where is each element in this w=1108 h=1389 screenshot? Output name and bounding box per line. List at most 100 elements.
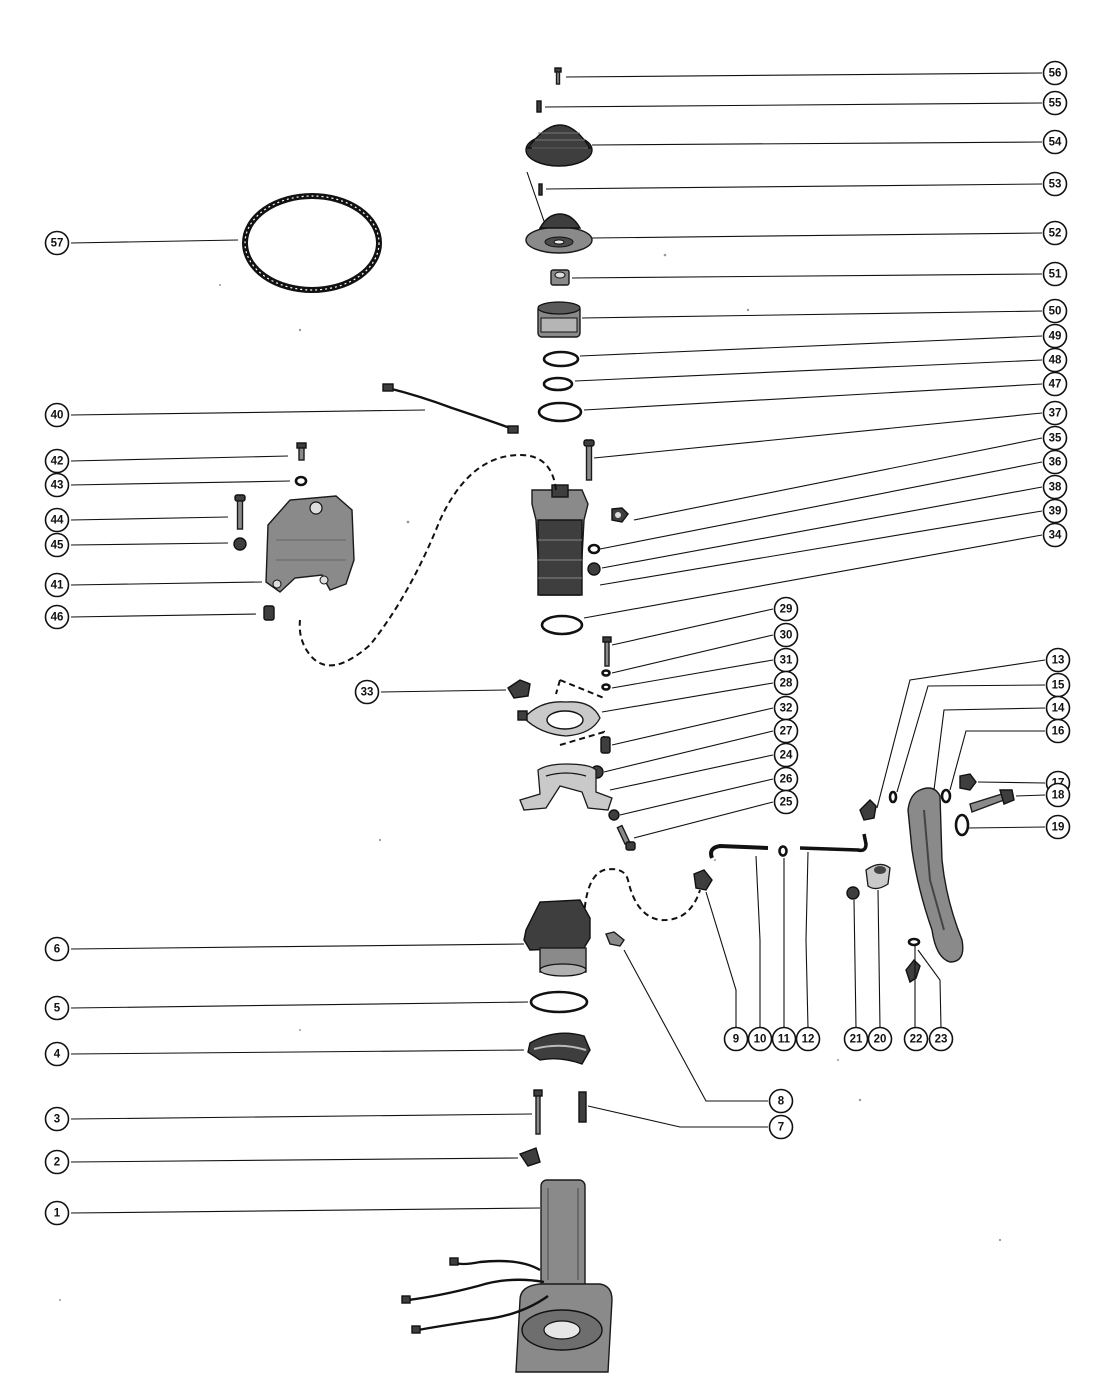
callout-number: 51 [1049, 269, 1062, 281]
part-3-bolt [533, 1089, 543, 1135]
part-43-washer [294, 475, 308, 487]
callout-circle [1042, 371, 1068, 397]
callout-number: 2 [54, 1157, 60, 1169]
part-12-rod [799, 833, 868, 853]
callout-3: 3 [44, 1106, 70, 1132]
callout-number: 6 [54, 944, 60, 956]
part-49-ring [542, 350, 580, 368]
callout-circle [773, 742, 799, 768]
part-34-ring [540, 614, 584, 636]
callout-circle [44, 1149, 70, 1175]
callout-number: 10 [754, 1034, 767, 1046]
callout-53: 53 [1042, 171, 1068, 197]
callout-circle [771, 1026, 797, 1052]
callout-number: 39 [1049, 506, 1062, 518]
callout-circle [1042, 498, 1068, 524]
callout-number: 49 [1049, 331, 1062, 343]
callout-number: 25 [780, 797, 793, 809]
callout-circle [723, 1026, 749, 1052]
callout-circle [1042, 323, 1068, 349]
part-55-pin [536, 100, 542, 113]
part-8-fitting [605, 931, 625, 947]
callout-23: 23 [928, 1026, 954, 1052]
part-52-rotor [525, 213, 593, 254]
callout-number: 55 [1049, 98, 1062, 110]
callout-45: 45 [44, 532, 70, 558]
dashed-wire-upper [298, 453, 557, 667]
part-38-nut [587, 562, 601, 576]
callout-1: 1 [44, 1200, 70, 1226]
part-19-washer [954, 813, 970, 837]
part-20-knob [865, 863, 891, 890]
callout-number: 9 [733, 1034, 739, 1046]
callout-circle [747, 1026, 773, 1052]
part-10-rod [709, 843, 769, 859]
callout-circle [44, 448, 70, 474]
callout-number: 13 [1052, 655, 1065, 667]
callout-circle [44, 604, 70, 630]
callout-circle [1045, 814, 1071, 840]
callout-labels: 5655545352515049484737353638393457404243… [44, 60, 1071, 1226]
callout-number: 30 [780, 630, 793, 642]
callout-number: 24 [780, 750, 793, 762]
callout-51: 51 [1042, 261, 1068, 287]
callout-number: 52 [1049, 228, 1062, 240]
callout-46: 46 [44, 604, 70, 630]
part-32-bushing [600, 736, 611, 754]
part-6-housing [523, 899, 591, 977]
callout-2: 2 [44, 1149, 70, 1175]
callout-32: 32 [773, 695, 799, 721]
callout-4: 4 [44, 1041, 70, 1067]
callout-47: 47 [1042, 371, 1068, 397]
parts-illustrations [233, 67, 1015, 1373]
callout-31: 31 [773, 647, 799, 673]
leader-lines [70, 72, 1046, 1214]
callout-10: 10 [747, 1026, 773, 1052]
part-1-housing [401, 1179, 613, 1373]
callout-circle [773, 718, 799, 744]
callout-42: 42 [44, 448, 70, 474]
callout-circle [44, 995, 70, 1021]
part-24-bracket [519, 763, 613, 811]
callout-15: 15 [1045, 672, 1071, 698]
part-37-screw [583, 439, 595, 481]
part-42-screw [296, 442, 307, 461]
part-7-spring [578, 1091, 587, 1123]
callout-38: 38 [1042, 474, 1068, 500]
callout-5: 5 [44, 995, 70, 1021]
part-2-clip [518, 1147, 541, 1167]
callout-number: 28 [780, 678, 793, 690]
part-28-plate [517, 701, 601, 737]
callout-circle [1042, 347, 1068, 373]
callout-circle [795, 1026, 821, 1052]
callout-number: 56 [1049, 68, 1062, 80]
part-11-washer [778, 845, 788, 857]
callout-number: 54 [1049, 137, 1062, 149]
callout-circle [768, 1114, 794, 1140]
callout-number: 31 [780, 655, 793, 667]
part-17-nut [959, 773, 977, 791]
callout-circle [773, 596, 799, 622]
part-47-ring [537, 401, 583, 423]
callout-circle [1045, 782, 1071, 808]
callout-number: 35 [1049, 433, 1062, 445]
callout-number: 14 [1052, 703, 1065, 715]
part-25-screw [616, 824, 636, 851]
part-26-washer [608, 809, 620, 821]
callout-9: 9 [723, 1026, 749, 1052]
part-23-fitting [905, 958, 921, 984]
callout-43: 43 [44, 472, 70, 498]
callout-circle [44, 230, 70, 256]
callout-circle [1045, 718, 1071, 744]
callout-26: 26 [773, 766, 799, 792]
callout-circle [843, 1026, 869, 1052]
callout-11: 11 [771, 1026, 797, 1052]
callout-number: 8 [778, 1096, 785, 1108]
part-33-clip [507, 679, 531, 699]
callout-30: 30 [773, 622, 799, 648]
callout-39: 39 [1042, 498, 1068, 524]
callout-number: 26 [780, 774, 793, 786]
callout-41: 41 [44, 572, 70, 598]
callout-circle [44, 532, 70, 558]
part-16-washer [940, 788, 952, 804]
